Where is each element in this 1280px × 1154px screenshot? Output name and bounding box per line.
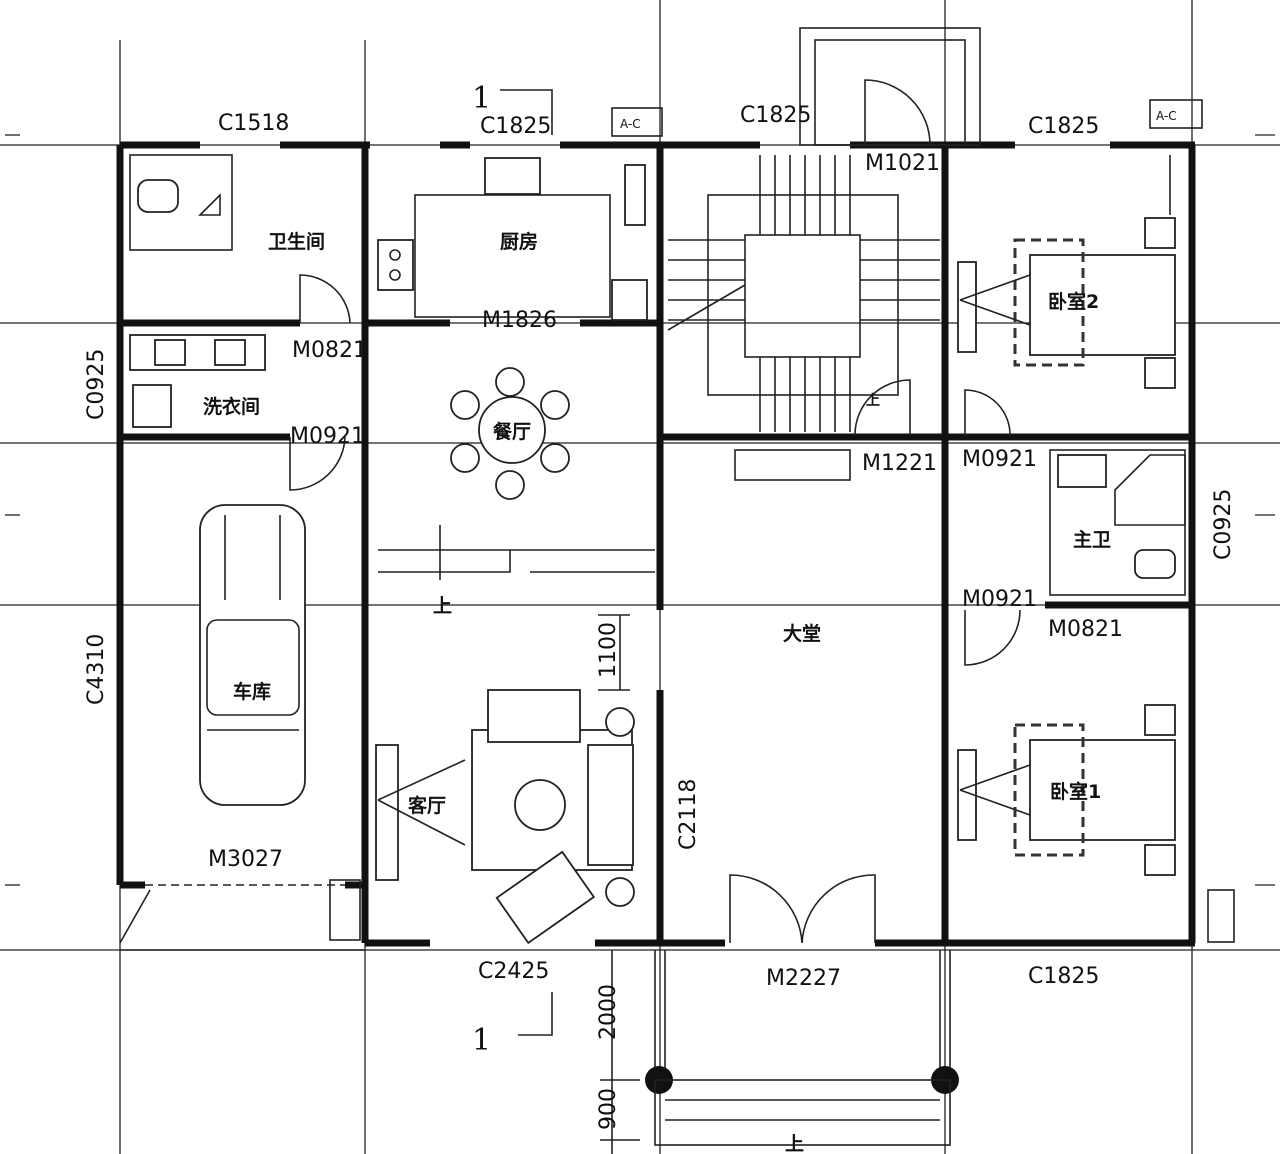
window-label: C2425 [478,959,549,984]
section-markers [500,89,553,1036]
labels: 1 1 C1518 C1825 C1825 C1825 C0925 C4310 … [84,81,1236,1154]
room-label-kitchen: 厨房 [500,230,538,253]
front-porch [598,614,959,1154]
room-label-toilet: 卫生间 [268,230,325,253]
staircase [667,155,940,481]
axis-marker-text: A-C [620,117,641,131]
living-furniture [329,689,635,945]
dimension-900: 900 [596,1088,621,1130]
door-label: M0921 [962,587,1037,612]
dimension-2000: 2000 [596,984,621,1040]
door-label: M0821 [292,338,367,363]
room-label-laundry: 洗衣间 [203,395,260,418]
window-label: C0925 [84,349,109,420]
room-label-master-bath: 主卫 [1073,529,1111,551]
walls [116,141,1196,951]
room-label-living: 客厅 [408,794,446,817]
room-label-bedroom1: 卧室1 [1050,780,1101,803]
room-label-bedroom2: 卧室2 [1048,290,1099,313]
section-label-bottom: 1 [472,1023,491,1058]
axis-marker-text: A-C [1156,109,1177,123]
window-label: C1825 [480,114,551,139]
window-label: C1825 [1028,964,1099,989]
up-label: 上 [785,1133,804,1154]
door-label: M0821 [1048,617,1123,642]
room-label-dining: 餐厅 [493,420,531,443]
window-label: C1518 [218,111,289,136]
dimension-1100: 1100 [596,622,621,678]
rear-entrance [799,27,981,146]
up-label: 上 [433,595,452,617]
door-label: M2227 [766,966,841,991]
window-label: C0925 [1211,489,1236,560]
door-label: M0921 [962,447,1037,472]
door-label: M3027 [208,847,283,872]
room-label-garage: 车库 [233,680,271,703]
door-label: M1221 [862,451,937,476]
toilet-fixtures [129,154,351,324]
window-label: C1825 [740,103,811,128]
door-label: M0921 [290,424,365,449]
window-label: C2118 [676,779,701,850]
room-label-hall: 大堂 [783,622,821,645]
bedroom1-furniture: A-C [957,99,1235,943]
kitchen-fixtures: A-C [377,107,663,321]
door-label: M1826 [482,308,557,333]
master-bath-fixtures [1049,449,1186,596]
window-label: C4310 [84,634,109,705]
laundry-fixtures [129,334,346,491]
dining-table [378,367,655,580]
section-label-top: 1 [472,81,491,116]
up-label: 上 [866,393,880,409]
window-label: C1825 [1028,114,1099,139]
bedroom2-furniture [957,155,1176,438]
car [199,504,306,806]
entrance-doors [729,874,876,944]
door-label: M1021 [865,151,940,176]
